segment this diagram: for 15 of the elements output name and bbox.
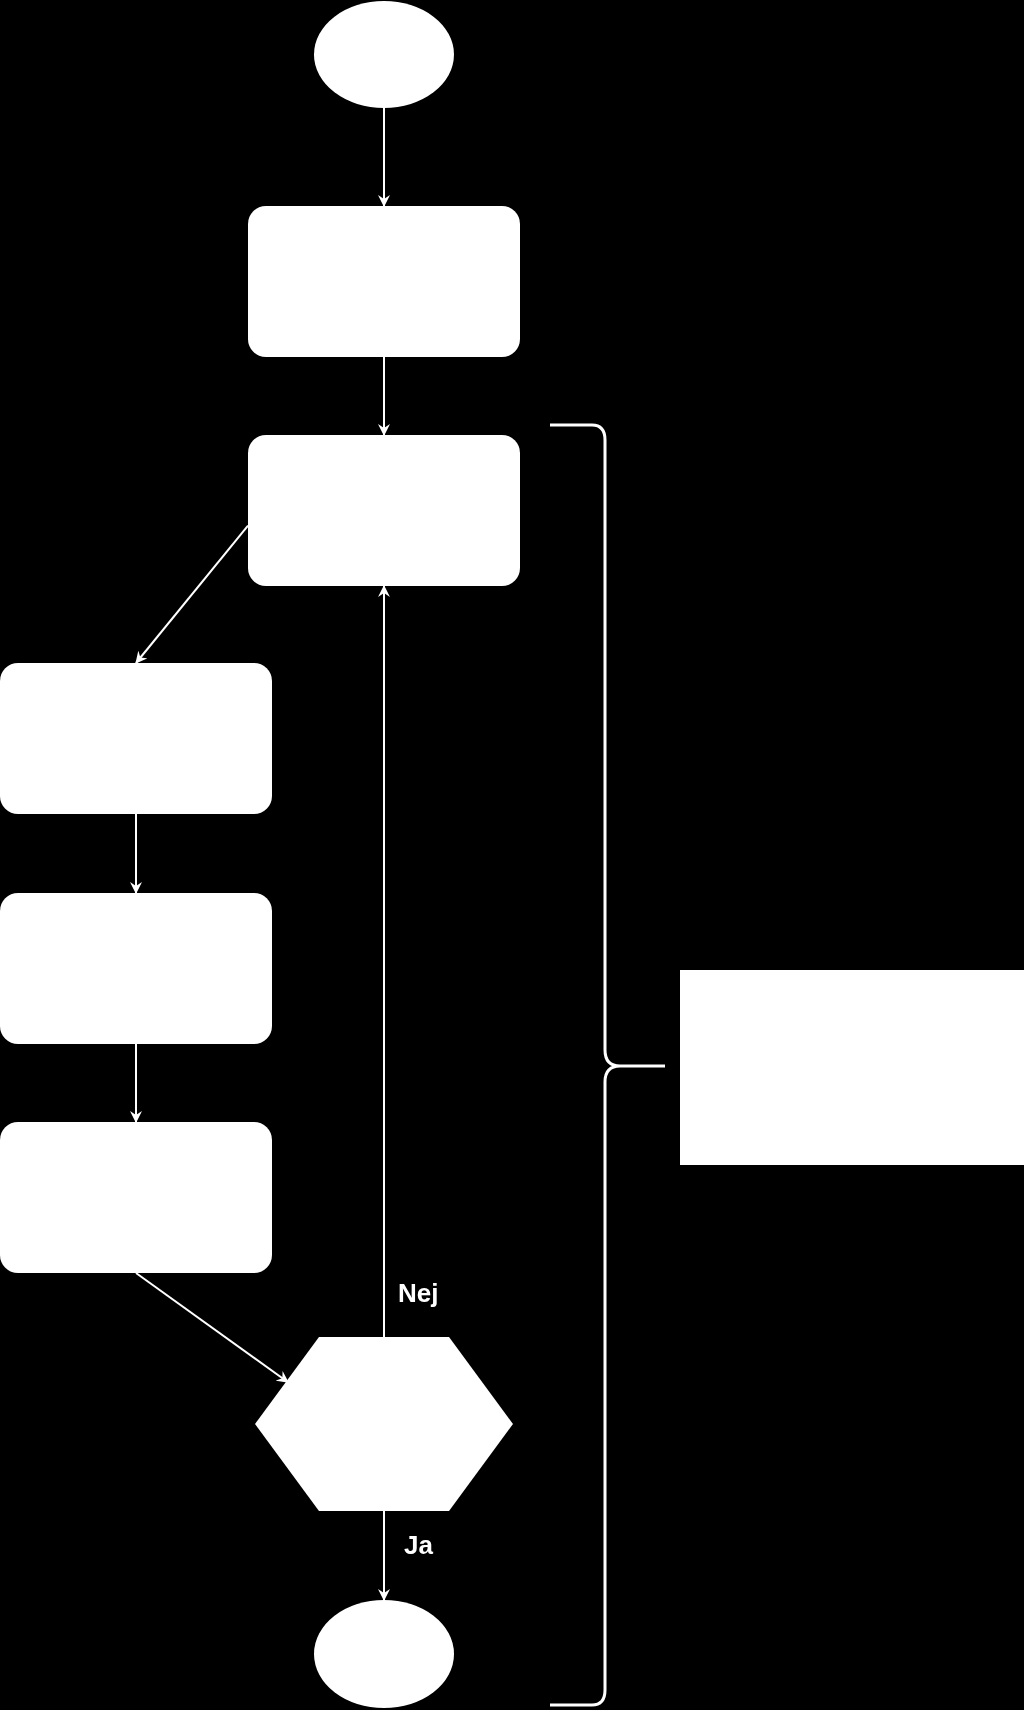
- process-box: [248, 435, 520, 586]
- note-box: [680, 970, 1024, 1165]
- arrow: [130, 813, 142, 894]
- process-box: [0, 663, 272, 814]
- process-box: [248, 206, 520, 357]
- arrow: [378, 1510, 390, 1601]
- process-box: [0, 893, 272, 1044]
- arrow: [378, 107, 390, 207]
- decision-hexagon: [255, 1337, 513, 1511]
- arrow: [135, 1272, 289, 1384]
- arrow: [378, 585, 390, 1338]
- arrow: [130, 1043, 142, 1123]
- process-box: [0, 1122, 272, 1273]
- arrow: [378, 356, 390, 436]
- arrow: [135, 524, 249, 664]
